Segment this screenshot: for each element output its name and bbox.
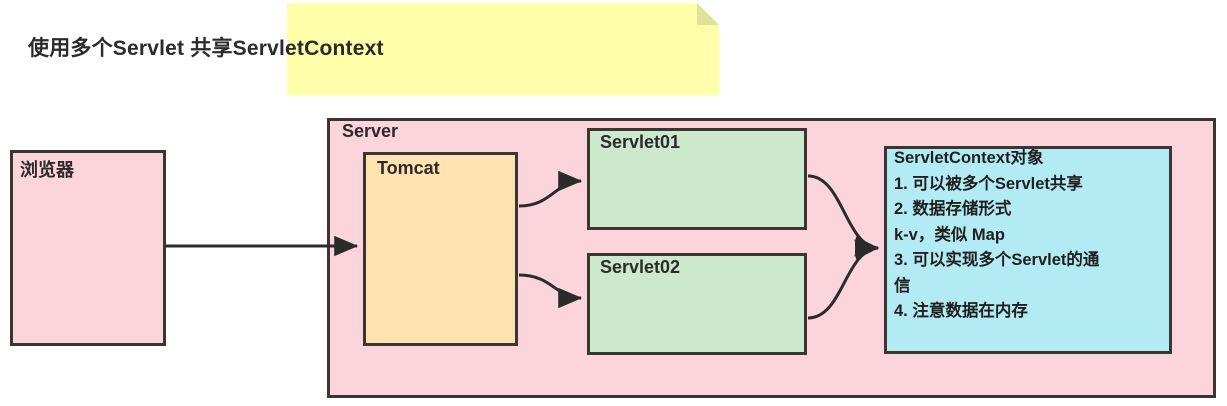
tomcat-label: Tomcat — [377, 158, 440, 178]
context-line-2: 2. 数据存储形式 — [894, 200, 1012, 218]
note-title: 使用多个Servlet 共享ServletContext — [28, 37, 384, 60]
browser-box — [10, 150, 166, 346]
server-label: Server — [342, 121, 399, 141]
context-line-6: 4. 注意数据在内存 — [894, 302, 1028, 320]
servlet02-label: Servlet02 — [600, 257, 681, 277]
servlet01-box — [587, 128, 807, 230]
note-fold-icon — [697, 3, 719, 25]
context-line-4: 3. 可以实现多个Servlet的通 — [894, 251, 1100, 269]
browser-label: 浏览器 — [20, 160, 74, 180]
tomcat-box — [363, 152, 518, 346]
servlet-context-box — [884, 146, 1172, 354]
sticky-note — [287, 3, 719, 95]
servlet01-label: Servlet01 — [600, 132, 681, 152]
context-line-1: 1. 可以被多个Servlet共享 — [894, 174, 1083, 193]
servlet-context-text: ServletContext对象 1. 可以被多个Servlet共享 2. 数据… — [894, 146, 1184, 325]
context-line-3: k-v，类似 Map — [894, 225, 1005, 244]
context-line-5: 信 — [894, 276, 911, 295]
context-line-0: ServletContext对象 — [894, 149, 1044, 167]
servlet02-box — [587, 253, 807, 355]
